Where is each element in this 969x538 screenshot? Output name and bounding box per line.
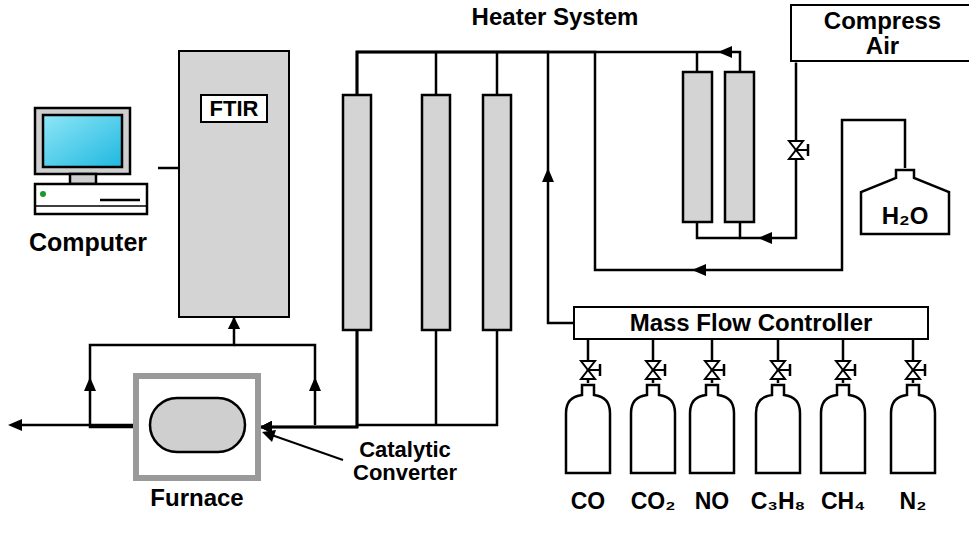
node-text: Computer (29, 229, 147, 255)
computer-icon (35, 108, 147, 214)
furnace-box: Furnace (133, 373, 261, 481)
node-text: H₂O (882, 203, 929, 228)
screen (43, 115, 122, 167)
valve-handle (723, 364, 726, 376)
heater-column (422, 95, 450, 330)
arrowheads (8, 46, 772, 442)
cylinder-outline (746, 383, 810, 475)
valve-handle (807, 144, 810, 156)
arrowhead (262, 430, 276, 442)
node-text: NO (695, 489, 730, 513)
arrowhead (84, 377, 96, 391)
pipe (697, 222, 740, 238)
cylinder-outline (631, 385, 675, 473)
node-text: N₂ (900, 489, 927, 513)
controller-box: Mass Flow Controller (573, 306, 929, 340)
converter-body (150, 398, 245, 452)
gas-cylinder: C₃H₈ (746, 383, 810, 513)
cylinder-outline (556, 383, 620, 475)
cylinder-outline (680, 383, 744, 475)
air-column (725, 72, 754, 222)
valves (581, 141, 925, 379)
pipe-connector (261, 52, 573, 427)
pipe-connector (261, 52, 905, 427)
ftir-analyzer: FTIR (178, 50, 290, 318)
heater-column (483, 95, 511, 330)
air-column (683, 72, 712, 222)
water-bottle: H₂O (858, 168, 952, 236)
gas-cylinder: NO (680, 383, 744, 513)
valve-handle (924, 364, 927, 376)
valve-handle (854, 364, 857, 376)
section-title: Heater System (450, 4, 660, 29)
pipe (696, 52, 699, 72)
bottle-outline (861, 170, 949, 234)
heater-column (343, 95, 371, 330)
gas-cylinder: N₂ (881, 383, 945, 513)
arrowhead (309, 377, 321, 391)
air-supply-box: Compress Air (790, 4, 969, 62)
arrowhead (758, 232, 772, 244)
arrowhead (542, 168, 554, 182)
arrowhead (692, 264, 706, 276)
pipes (15, 52, 740, 460)
heater-columns (343, 72, 754, 330)
node-text: Furnace (150, 485, 243, 510)
cylinder-outline (891, 385, 935, 473)
valve-handle (789, 364, 792, 376)
pipe (435, 330, 438, 425)
pipe-connector (261, 52, 796, 427)
node-text: Mass Flow Controller (630, 310, 873, 335)
pipe (496, 52, 499, 95)
node-text: CH₄ (821, 489, 865, 513)
node-text: CO₂ (631, 489, 676, 513)
valve-handle (796, 149, 808, 151)
cylinder-outline (690, 385, 734, 473)
leader-line (266, 433, 343, 460)
pipe (357, 330, 497, 425)
arrowhead (718, 46, 732, 58)
bypass-pipe (234, 345, 315, 425)
drive-slot (100, 199, 140, 202)
valve-handle (778, 369, 790, 371)
pipe-connector (158, 167, 178, 170)
valve-handle (664, 364, 667, 376)
node-text: C₃H₈ (751, 489, 806, 513)
node-text: Compress Air (823, 8, 943, 58)
arrowhead (8, 419, 22, 431)
valve-handle (843, 369, 855, 371)
valve-handle (712, 369, 724, 371)
cylinder-outline (821, 385, 865, 473)
cylinder-outline (811, 383, 875, 475)
valve-handle (913, 369, 925, 371)
cylinder-outline (881, 383, 945, 475)
node-text: FTIR (200, 94, 269, 123)
cylinder-outline (756, 385, 800, 473)
pipe (435, 52, 438, 95)
monitor (35, 108, 130, 174)
valve-handle (588, 369, 600, 371)
callout-label: Catalytic Converter (340, 438, 470, 484)
computer-base (35, 184, 147, 214)
exhaust-pipe (15, 424, 133, 427)
gas-cylinder: CO₂ (621, 383, 685, 513)
catalytic-converter (150, 398, 245, 452)
power-led (40, 191, 46, 197)
computer-label: Computer (18, 105, 158, 255)
valve-handle (653, 369, 665, 371)
monitor-stand (70, 174, 96, 184)
cylinder-outline (621, 383, 685, 475)
gas-cylinder: CH₄ (811, 383, 875, 513)
node-text: CO (571, 489, 606, 513)
cylinder-outline (566, 385, 610, 473)
valve-handle (599, 364, 602, 376)
gas-cylinder: CO (556, 383, 620, 513)
base-line (35, 205, 147, 207)
